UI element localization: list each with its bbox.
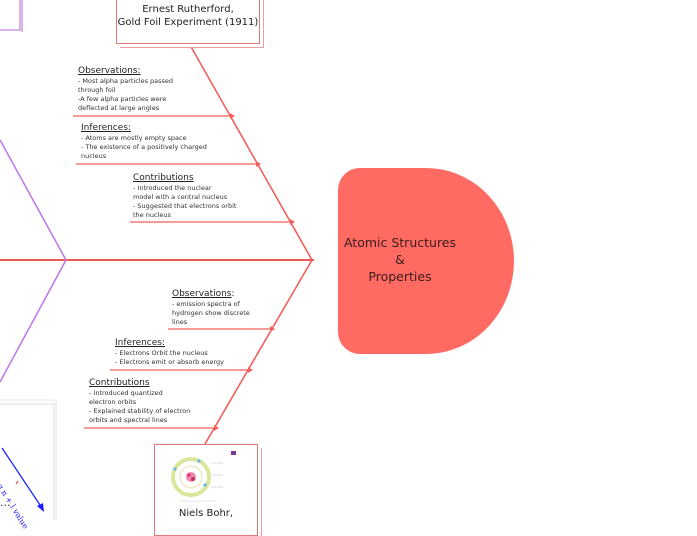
purple-bone-lower	[0, 259, 67, 383]
bohr-observation-1: - emission spectra of hydrogen show disc…	[172, 300, 250, 326]
bohr-inference-2: - Electrons emit or absorb energy	[115, 358, 224, 366]
bohr-observations-heading: Observations	[172, 289, 232, 299]
rutherford-observation-2: -A few alpha particles were deflected at…	[78, 95, 167, 112]
rutherford-inferences-heading: Inferences:	[81, 123, 132, 133]
bohr-card[interactable]: Niels Bohr,	[154, 444, 258, 536]
lower-bone	[204, 259, 313, 445]
bohr-contribution-2: - Explained stability of electron orbits…	[89, 407, 191, 424]
side-card-top[interactable]	[0, 0, 21, 31]
fishbone-canvas	[0, 0, 314, 520]
bohr-inference-1: - Electrons Orbit the nucleus	[115, 349, 208, 357]
bohr-contributions: Contributions - Introduced quantized ele…	[89, 378, 219, 425]
rutherford-contributions-heading: Contributions	[133, 173, 194, 183]
purple-bone-upper	[0, 139, 67, 261]
bohr-observations: Observations: - emission spectra of hydr…	[172, 289, 292, 327]
bohr-model-image	[171, 451, 236, 502]
blue-arrow	[1, 447, 43, 509]
head-title: Atomic Structures & Properties	[343, 235, 457, 284]
bohr-title: Niels Bohr,	[178, 508, 234, 519]
upper-bone	[189, 44, 313, 261]
rutherford-inference-1: - Atoms are mostly empty space	[81, 134, 187, 142]
rutherford-inference-2: - The existence of a positively charged …	[81, 143, 207, 160]
rutherford-card[interactable]: Ernest Rutherford, Gold Foil Experiment …	[116, 0, 260, 44]
rutherford-observation-1: - Most alpha particles passed through fo…	[78, 77, 174, 94]
bohr-contributions-heading: Contributions	[89, 378, 150, 388]
bohr-inferences: Inferences: - Electrons Orbit the nucleu…	[115, 338, 265, 367]
side-card-bottom[interactable]	[0, 403, 55, 520]
bohr-inferences-heading: Inferences:	[115, 338, 166, 348]
bohr-contribution-1: - Introduced quantized electron orbits	[89, 389, 163, 406]
rutherford-contribution-1: - Introduced the nuclear model with a ce…	[133, 184, 228, 201]
rutherford-observations: Observations: - Most alpha particles pas…	[78, 66, 228, 113]
rutherford-title: Ernest Rutherford, Gold Foil Experiment …	[117, 4, 259, 28]
rutherford-contributions: Contributions - Introduced the nuclear m…	[133, 173, 283, 220]
rutherford-inferences: Inferences: - Atoms are mostly empty spa…	[81, 123, 251, 161]
head-node[interactable]	[338, 168, 514, 354]
rutherford-contribution-2: - Suggested that electrons orbit the nuc…	[133, 202, 237, 219]
rutherford-observations-heading: Observations:	[78, 66, 141, 76]
bohr-observations-colon: :	[231, 289, 235, 299]
side-ellipsis: ...	[0, 496, 11, 509]
